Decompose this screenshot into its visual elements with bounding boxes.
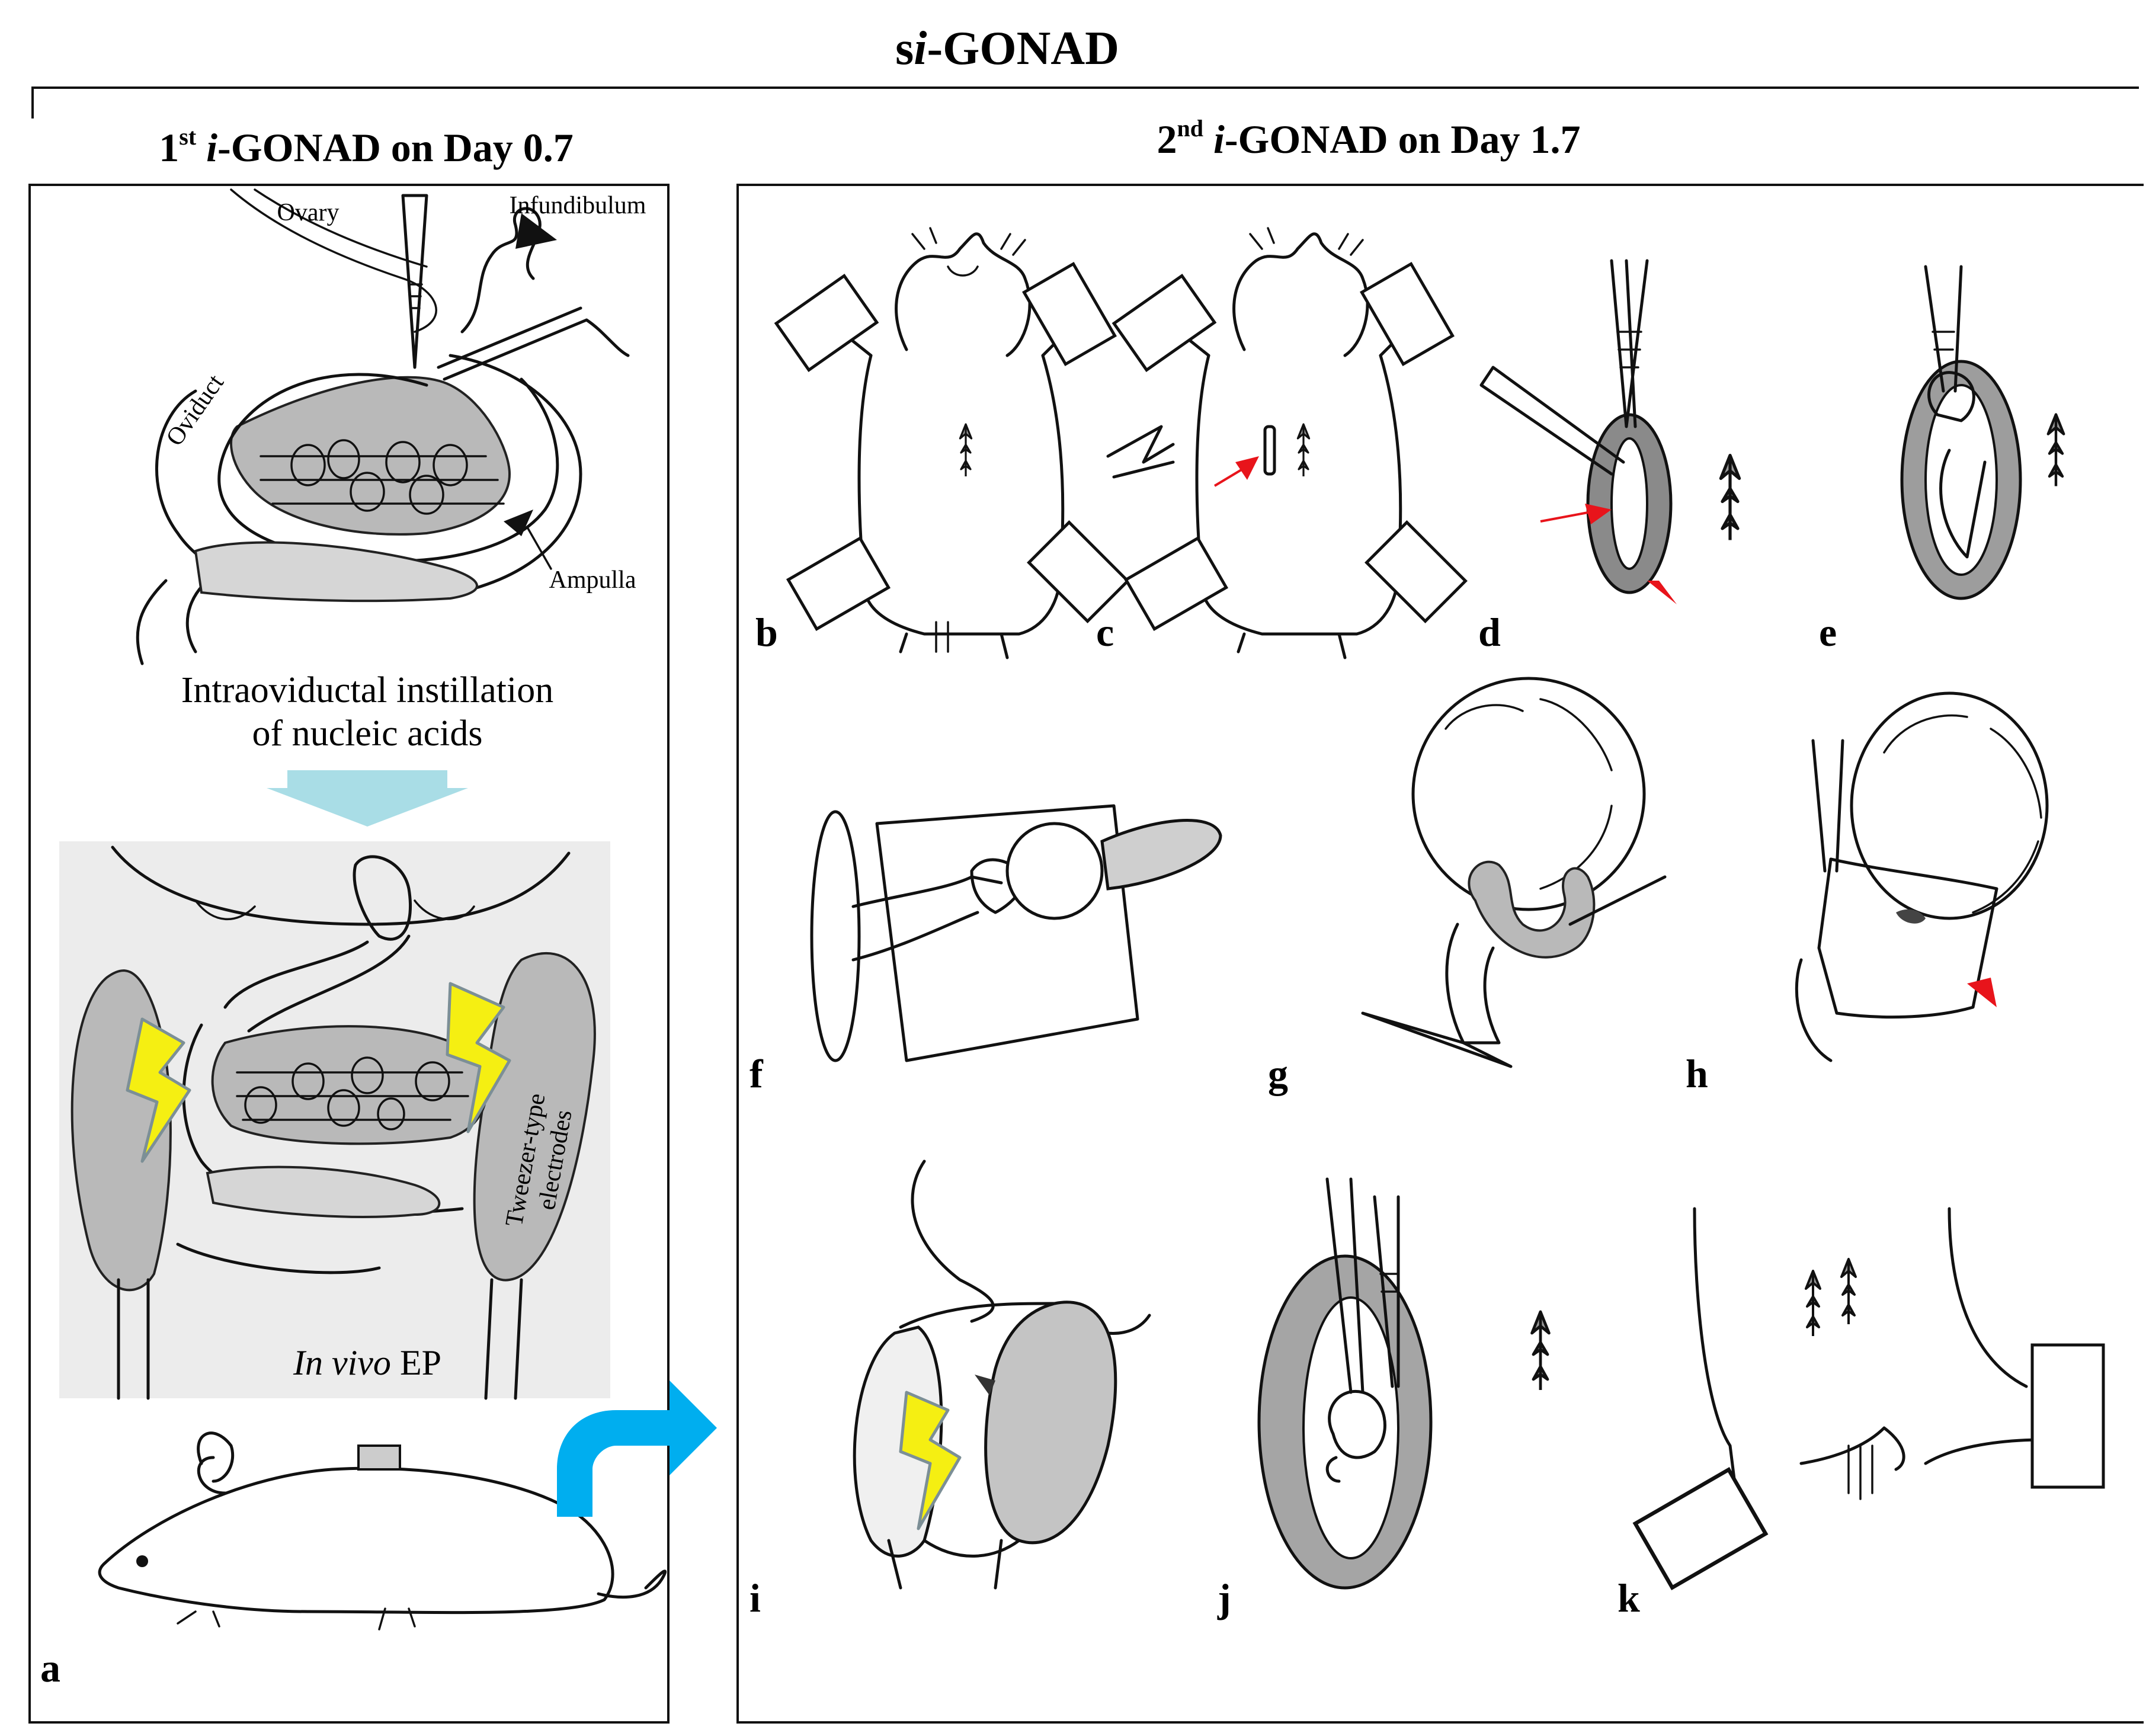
ampulla-label: Ampulla [549,566,636,594]
panel-e-ovary-exposed [1900,265,2064,600]
instillation-line2: of nucleic acids [252,713,482,754]
red-arrowhead-icon [1235,456,1259,480]
title-bracket [31,87,2139,118]
left-panel-heading: 1st i-GONAD on Day 0.7 [159,123,573,170]
panel-letter-d: d [1478,610,1501,655]
panel-letter-b: b [755,610,778,655]
panel-letter-a: a [40,1645,60,1690]
panel-letter-k: k [1617,1575,1640,1620]
panel-b-mouse-dorsal [776,227,1128,659]
panel-letter-e: e [1819,610,1837,655]
oviduct-illustration: Ovary Infundibulum Oviduct Ampulla [136,188,646,665]
figure-title: si-GONAD [895,23,1119,75]
panel-j-return-ovary [1257,1177,1549,1590]
left-panel-frame [28,184,670,1724]
panel-c-mouse-incision [1106,227,1465,659]
electroporation-illustration: Tweezer-type electrodes In vivo EP [59,841,610,1400]
infundibulum-label: Infundibulum [510,192,646,219]
panel-f-gauze-forceps [810,804,1222,1062]
red-arrowhead-icon [1967,978,1997,1007]
right-panel-frame [736,184,2144,1724]
oviduct-label: Oviduct [161,370,229,451]
ovary-label: Ovary [277,199,339,226]
panel-letter-f: f [750,1051,764,1096]
lightning-bolt-icon [446,982,511,1133]
panel-letter-g: g [1268,1051,1288,1096]
panel-g-uterus [1361,677,1667,1068]
red-arrowhead-icon [1647,581,1677,604]
panel-letter-h: h [1686,1051,1708,1096]
panel-letter-i: i [750,1575,761,1620]
lightning-bolt-icon [126,1017,191,1163]
right-panel-heading: 2nd i-GONAD on Day 1.7 [1157,115,1580,162]
panel-d-incision-pipette [1479,259,1740,604]
panel-h-ovary-forceps [1795,691,2049,1062]
mouse-illustration [98,1431,667,1631]
lightning-bolt-icon [899,1391,962,1530]
panel-letter-c: c [1096,610,1114,655]
panel-k-sutured-wound [1635,1207,2105,1588]
in-vivo-ep-label: In vivo EP [293,1343,441,1382]
instillation-line1: Intraoviductal instillation [181,670,553,710]
panel-i-tweezer-electrodes [853,1160,1151,1590]
down-arrow-icon [267,770,468,827]
panel-letter-j: j [1217,1575,1231,1620]
red-arrowhead-icon [1585,504,1612,524]
curved-arrow-icon [557,1381,717,1517]
